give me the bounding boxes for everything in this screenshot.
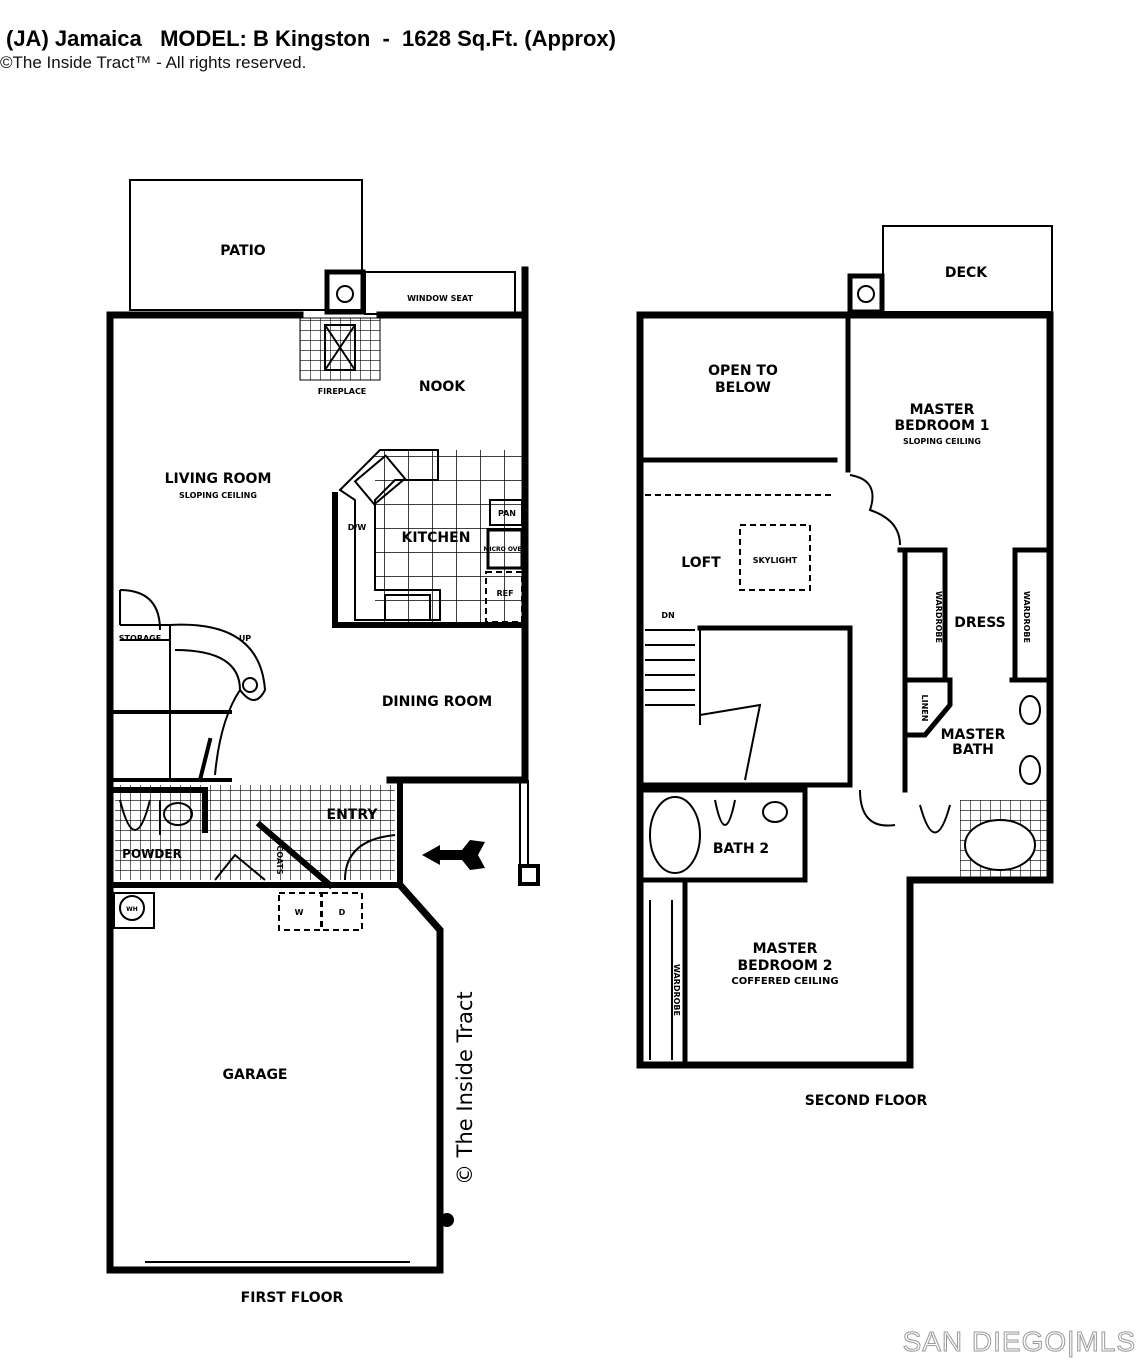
label-master-bath: MASTER: [941, 727, 1006, 743]
label-bedroom-1-note: SLOPING CEILING: [903, 437, 981, 446]
label-storage: STORAGE: [119, 634, 161, 643]
copyright: ©The Inside Tract™ - All rights reserved…: [0, 53, 307, 72]
label-entry: ENTRY: [327, 807, 379, 823]
label-kitchen: KITCHEN: [402, 530, 471, 546]
label-skylight: SKYLIGHT: [753, 556, 798, 565]
label-powder: POWDER: [122, 847, 182, 861]
label-open-to: OPEN TO: [708, 363, 778, 379]
label-dn: DN: [661, 611, 674, 620]
label-pan: PAN: [498, 509, 516, 518]
watermark: © The Inside Tract: [453, 991, 477, 1185]
label-bedroom-1: BEDROOM 1: [895, 418, 990, 434]
window-seat: [364, 271, 516, 315]
label-dw: D/W: [348, 523, 367, 532]
label-linen: LINEN: [920, 695, 929, 722]
label-first-floor: FIRST FLOOR: [241, 1290, 344, 1306]
label-wardrobe-1: WARDROBE: [934, 591, 943, 643]
chimney: [324, 269, 366, 315]
label-loft: LOFT: [681, 555, 721, 571]
label-fireplace: FIREPLACE: [318, 387, 367, 396]
label-living-room-note: SLOPING CEILING: [179, 491, 257, 500]
label-patio: PATIO: [220, 243, 265, 259]
second-floor-walls: [636, 311, 1054, 1069]
label-below: BELOW: [715, 380, 771, 396]
label-garage: GARAGE: [223, 1067, 288, 1083]
patio: [129, 179, 363, 311]
label-living-room: LIVING ROOM: [165, 471, 272, 487]
label-master-bedroom-1: MASTER: [910, 402, 975, 418]
entry-floor: [115, 785, 395, 880]
label-w: W: [295, 908, 304, 917]
label-second-floor: SECOND FLOOR: [805, 1093, 928, 1109]
label-wh: WH: [126, 906, 138, 913]
label-nook: NOOK: [419, 379, 467, 395]
label-bath-2: BATH 2: [713, 841, 769, 857]
label-wardrobe-2: WARDROBE: [1022, 591, 1031, 643]
plan-title: (JA) Jamaica MODEL: B Kingston - 1628 Sq…: [6, 26, 616, 51]
label-dress: DRESS: [954, 615, 1006, 631]
entry-arrow-icon: [422, 840, 485, 870]
label-bedroom-2: BEDROOM 2: [738, 958, 833, 974]
label-up: UP: [239, 634, 251, 643]
first-floor: PATIO WINDOW SEAT FIREPLACE NOOK LIVING …: [106, 179, 540, 1306]
label-wardrobe-3: WARDROBE: [672, 964, 681, 1016]
label-master-bedroom-2: MASTER: [753, 941, 818, 957]
second-floor: DECK OPEN TO BELOW MASTER BEDROOM 1 SLOP…: [636, 225, 1054, 1109]
label-dining-room: DINING ROOM: [382, 694, 492, 710]
label-bath: BATH: [952, 742, 994, 758]
label-bedroom-2-note: COFFERED CEILING: [731, 976, 838, 987]
label-micro-oven: MICRO OVEN: [483, 546, 526, 553]
label-deck: DECK: [945, 265, 988, 281]
mls-logo: SAN DIEGO|MLS: [902, 1326, 1136, 1358]
first-floor-walls: [106, 266, 529, 1274]
label-d: D: [339, 908, 346, 917]
label-coats: COATS: [275, 845, 284, 874]
label-ref: REF: [496, 589, 513, 598]
label-window-seat: WINDOW SEAT: [407, 294, 473, 303]
